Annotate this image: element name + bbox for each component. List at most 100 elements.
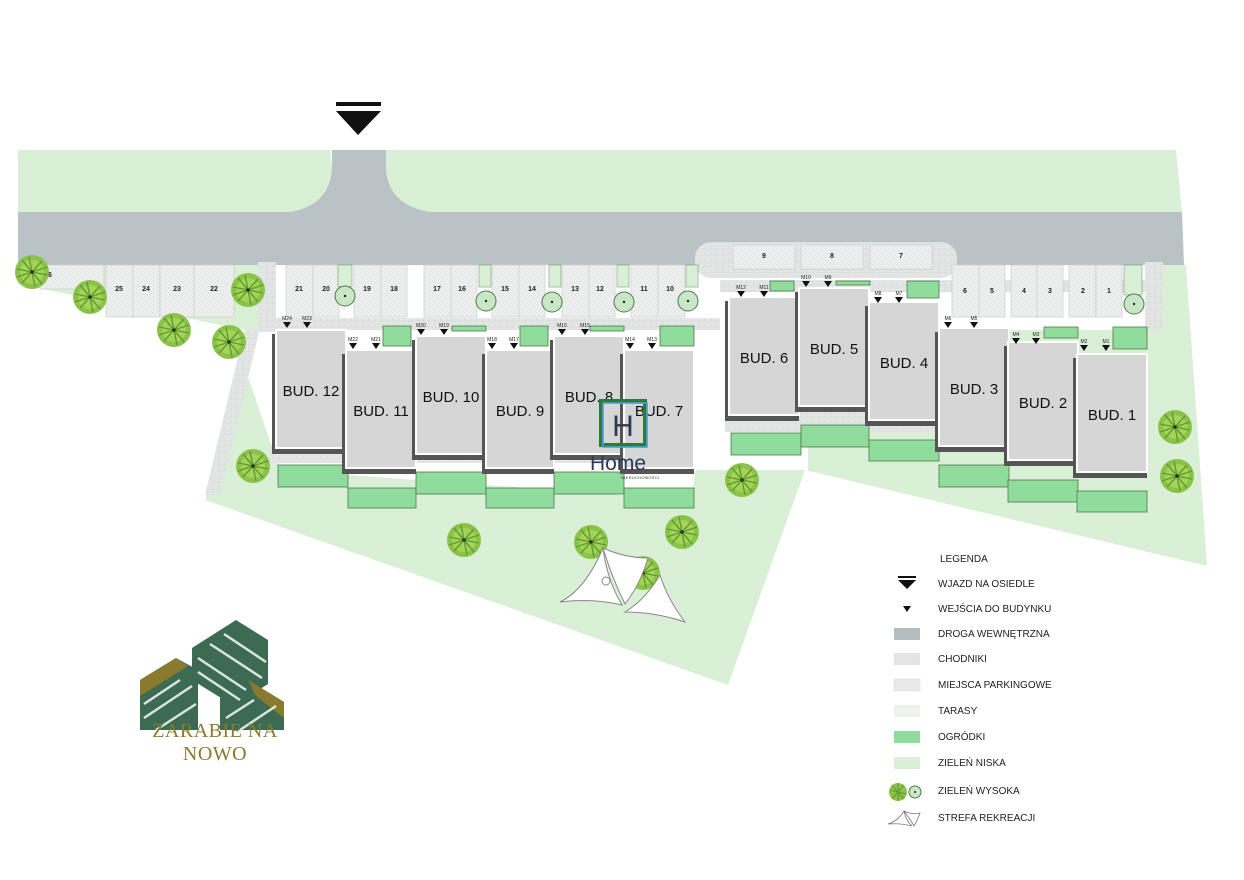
tree-icon	[156, 312, 192, 348]
parking-space	[132, 264, 161, 318]
door-marker-icon	[970, 322, 978, 328]
parking-space	[380, 264, 408, 318]
small-tree-icon	[475, 290, 497, 312]
watermark-home-text: Home	[590, 452, 647, 475]
door-marker-icon	[1080, 345, 1088, 351]
parking-space	[285, 264, 314, 318]
door-marker-icon	[874, 297, 882, 303]
door-marker-icon	[626, 343, 634, 349]
entrance-label: M6	[945, 316, 952, 322]
legend-label: ZIELEŃ WYSOKA	[938, 786, 1020, 797]
building-label: BUD. 10	[423, 389, 480, 406]
parking-number: 11	[640, 286, 648, 293]
door-marker-icon	[802, 281, 810, 287]
entrance-label: M16	[557, 323, 567, 329]
parking-space	[450, 264, 478, 318]
parking-number: 6	[963, 288, 967, 295]
entrance-label: M8	[875, 291, 882, 297]
entrance-label: M17	[509, 337, 519, 343]
legend-label: ZIELEŃ NISKA	[938, 758, 1006, 769]
building-label: BUD. 2	[1019, 395, 1067, 412]
parking-number: 24	[142, 286, 150, 293]
garden-swatch-icon	[894, 731, 920, 743]
door-marker-icon	[895, 297, 903, 303]
terrace-swatch-icon	[894, 705, 920, 717]
building-footprint	[1007, 341, 1079, 461]
watermark-letter: H	[612, 410, 634, 443]
parking-space	[518, 264, 546, 318]
home-watermark-logo: H	[599, 399, 648, 448]
small-tree-icon	[334, 285, 356, 307]
door-marker-icon	[372, 343, 380, 349]
entrance-label: M12	[736, 285, 746, 291]
building-label: BUD. 12	[283, 383, 340, 400]
legend-label: STREFA REKREACJI	[938, 813, 1036, 824]
parking-swatch-icon	[893, 678, 921, 692]
entrance-label: M22	[348, 337, 358, 343]
legend-label: WJAZD NA OSIEDLE	[938, 579, 1035, 590]
entrance-label: M24	[282, 316, 292, 322]
entrance-label: M3	[1033, 332, 1040, 338]
building-footprint	[798, 287, 870, 407]
parking-number: 21	[295, 286, 303, 293]
parking-space	[312, 264, 340, 318]
parking-number: 19	[363, 286, 371, 293]
planter	[616, 264, 630, 288]
tree-icon	[235, 448, 271, 484]
parking-number: 8	[830, 253, 834, 260]
tree-icon	[724, 462, 760, 498]
parking-number: 12	[596, 286, 604, 293]
parking-space	[732, 244, 796, 270]
entrance-label: M10	[801, 275, 811, 281]
tree-icon	[211, 324, 247, 360]
building-label: BUD. 1	[1088, 407, 1136, 424]
legend-item-entry: WJAZD NA OSIEDLE	[880, 575, 1070, 595]
parking-space	[423, 264, 452, 318]
entrance-label: M15	[580, 323, 590, 329]
parking-space	[1010, 264, 1038, 318]
recreation-zone-icon	[559, 546, 687, 623]
high-green-icon	[889, 783, 922, 801]
small-tree-icon	[677, 290, 699, 312]
entrance-label: M1	[1103, 339, 1110, 345]
door-marker-icon	[737, 291, 745, 297]
logo-text: ZARABIE NA NOWO	[152, 720, 278, 765]
parking-number: 23	[173, 286, 181, 293]
parking-number: 4	[1022, 288, 1026, 295]
entry-arrow-icon	[898, 576, 916, 589]
tree-icon	[664, 514, 700, 550]
entrance-label: M9	[825, 275, 832, 281]
parking-space	[869, 244, 933, 270]
legend-item-door: WEJŚCIA DO BUDYNKU	[880, 600, 1070, 620]
parking-space	[951, 264, 980, 318]
parking-number: 9	[762, 253, 766, 260]
legend-item-recreation: STREFA REKREACJI	[880, 809, 1070, 829]
legend-label: TARASY	[938, 706, 978, 717]
entrance-label: M4	[1013, 332, 1020, 338]
sidewalk-swatch-icon	[894, 653, 920, 665]
parking-number: 1	[1107, 288, 1111, 295]
building-footprint	[553, 335, 625, 455]
tree-icon	[230, 272, 266, 308]
building-label: BUD. 5	[810, 341, 858, 358]
parking-space	[491, 264, 520, 318]
door-marker-icon	[1102, 345, 1110, 351]
building-footprint	[415, 335, 487, 455]
small-tree-icon	[1123, 293, 1145, 315]
parking-number: 3	[1048, 288, 1052, 295]
parking-number: 22	[210, 286, 218, 293]
door-marker-icon	[303, 322, 311, 328]
door-marker-icon	[283, 322, 291, 328]
door-marker-icon	[1012, 338, 1020, 344]
planter	[548, 264, 562, 288]
door-marker-icon	[440, 329, 448, 335]
small-tree-icon	[541, 291, 563, 313]
planter	[478, 264, 492, 288]
legend-label: MIEJSCA PARKINGOWE	[938, 680, 1052, 691]
door-marker-icon	[648, 343, 656, 349]
zarabie-logo-icon	[140, 620, 284, 732]
parking-number: 5	[990, 288, 994, 295]
legend-item-parking: MIEJSCA PARKINGOWE	[880, 676, 1070, 696]
